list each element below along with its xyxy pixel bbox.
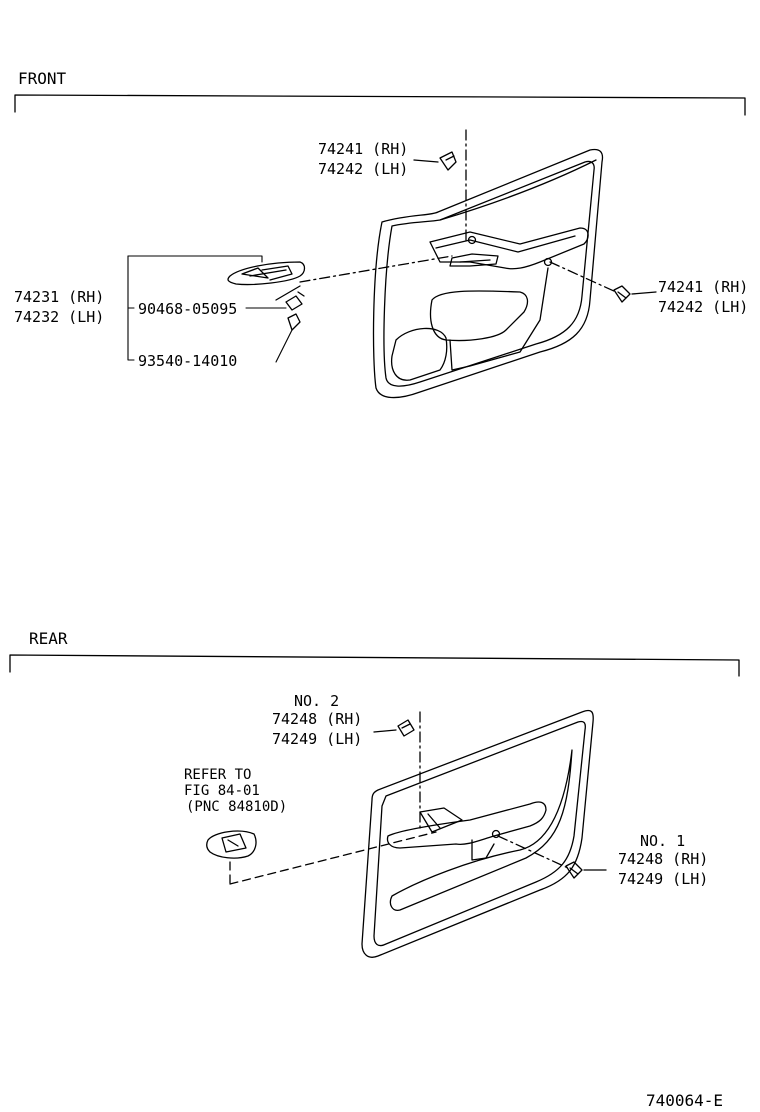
rear-refer-line3: (PNC 84810D): [186, 799, 288, 815]
front-nut-label: 93540-14010: [138, 352, 238, 370]
rear-right-clip-lh-label: 74249 (LH): [618, 870, 709, 888]
front-door-trim-panel: [372, 148, 604, 399]
front-right-clip: [613, 285, 657, 303]
front-section-bracket: [14, 94, 746, 116]
front-inside-handle-bezel: [227, 261, 306, 286]
rear-refer-line2: FIG 84-01: [184, 783, 260, 799]
rear-section-bracket: [9, 654, 740, 677]
front-section-title: FRONT: [18, 69, 67, 88]
rear-refer-line1: REFER TO: [184, 767, 252, 783]
front-top-clip-rh-label: 74241 (RH): [318, 140, 409, 158]
rear-section-title: REAR: [29, 629, 68, 648]
front-right-clip-lh-label: 74242 (LH): [658, 298, 749, 316]
rear-top-clip-no-label: NO. 2: [294, 692, 340, 710]
rear-inside-handle-bezel: [206, 830, 257, 859]
front-screw-nut: [275, 285, 305, 331]
rear-top-clip-rh-label: 74248 (RH): [272, 710, 363, 728]
figure-code: 740064-E: [646, 1091, 724, 1110]
front-bezel-rh-label: 74231 (RH): [14, 288, 105, 306]
front-top-clip: [413, 151, 457, 171]
rear-right-clip-rh-label: 74248 (RH): [618, 850, 709, 868]
rear-bezel-guide: [229, 831, 437, 885]
front-guide-lines: [299, 129, 617, 293]
rear-top-clip: [373, 719, 415, 737]
front-leader-lines: [127, 255, 293, 363]
front-right-clip-rh-label: 74241 (RH): [658, 278, 749, 296]
front-screw-label: 90468-05095: [138, 300, 238, 318]
rear-right-clip-no-label: NO. 1: [640, 832, 686, 850]
rear-top-clip-lh-label: 74249 (LH): [272, 730, 363, 748]
front-bezel-lh-label: 74232 (LH): [14, 308, 105, 326]
front-top-clip-lh-label: 74242 (LH): [318, 160, 409, 178]
rear-guide-lines: [419, 711, 569, 869]
rear-door-trim-panel: [361, 709, 594, 958]
